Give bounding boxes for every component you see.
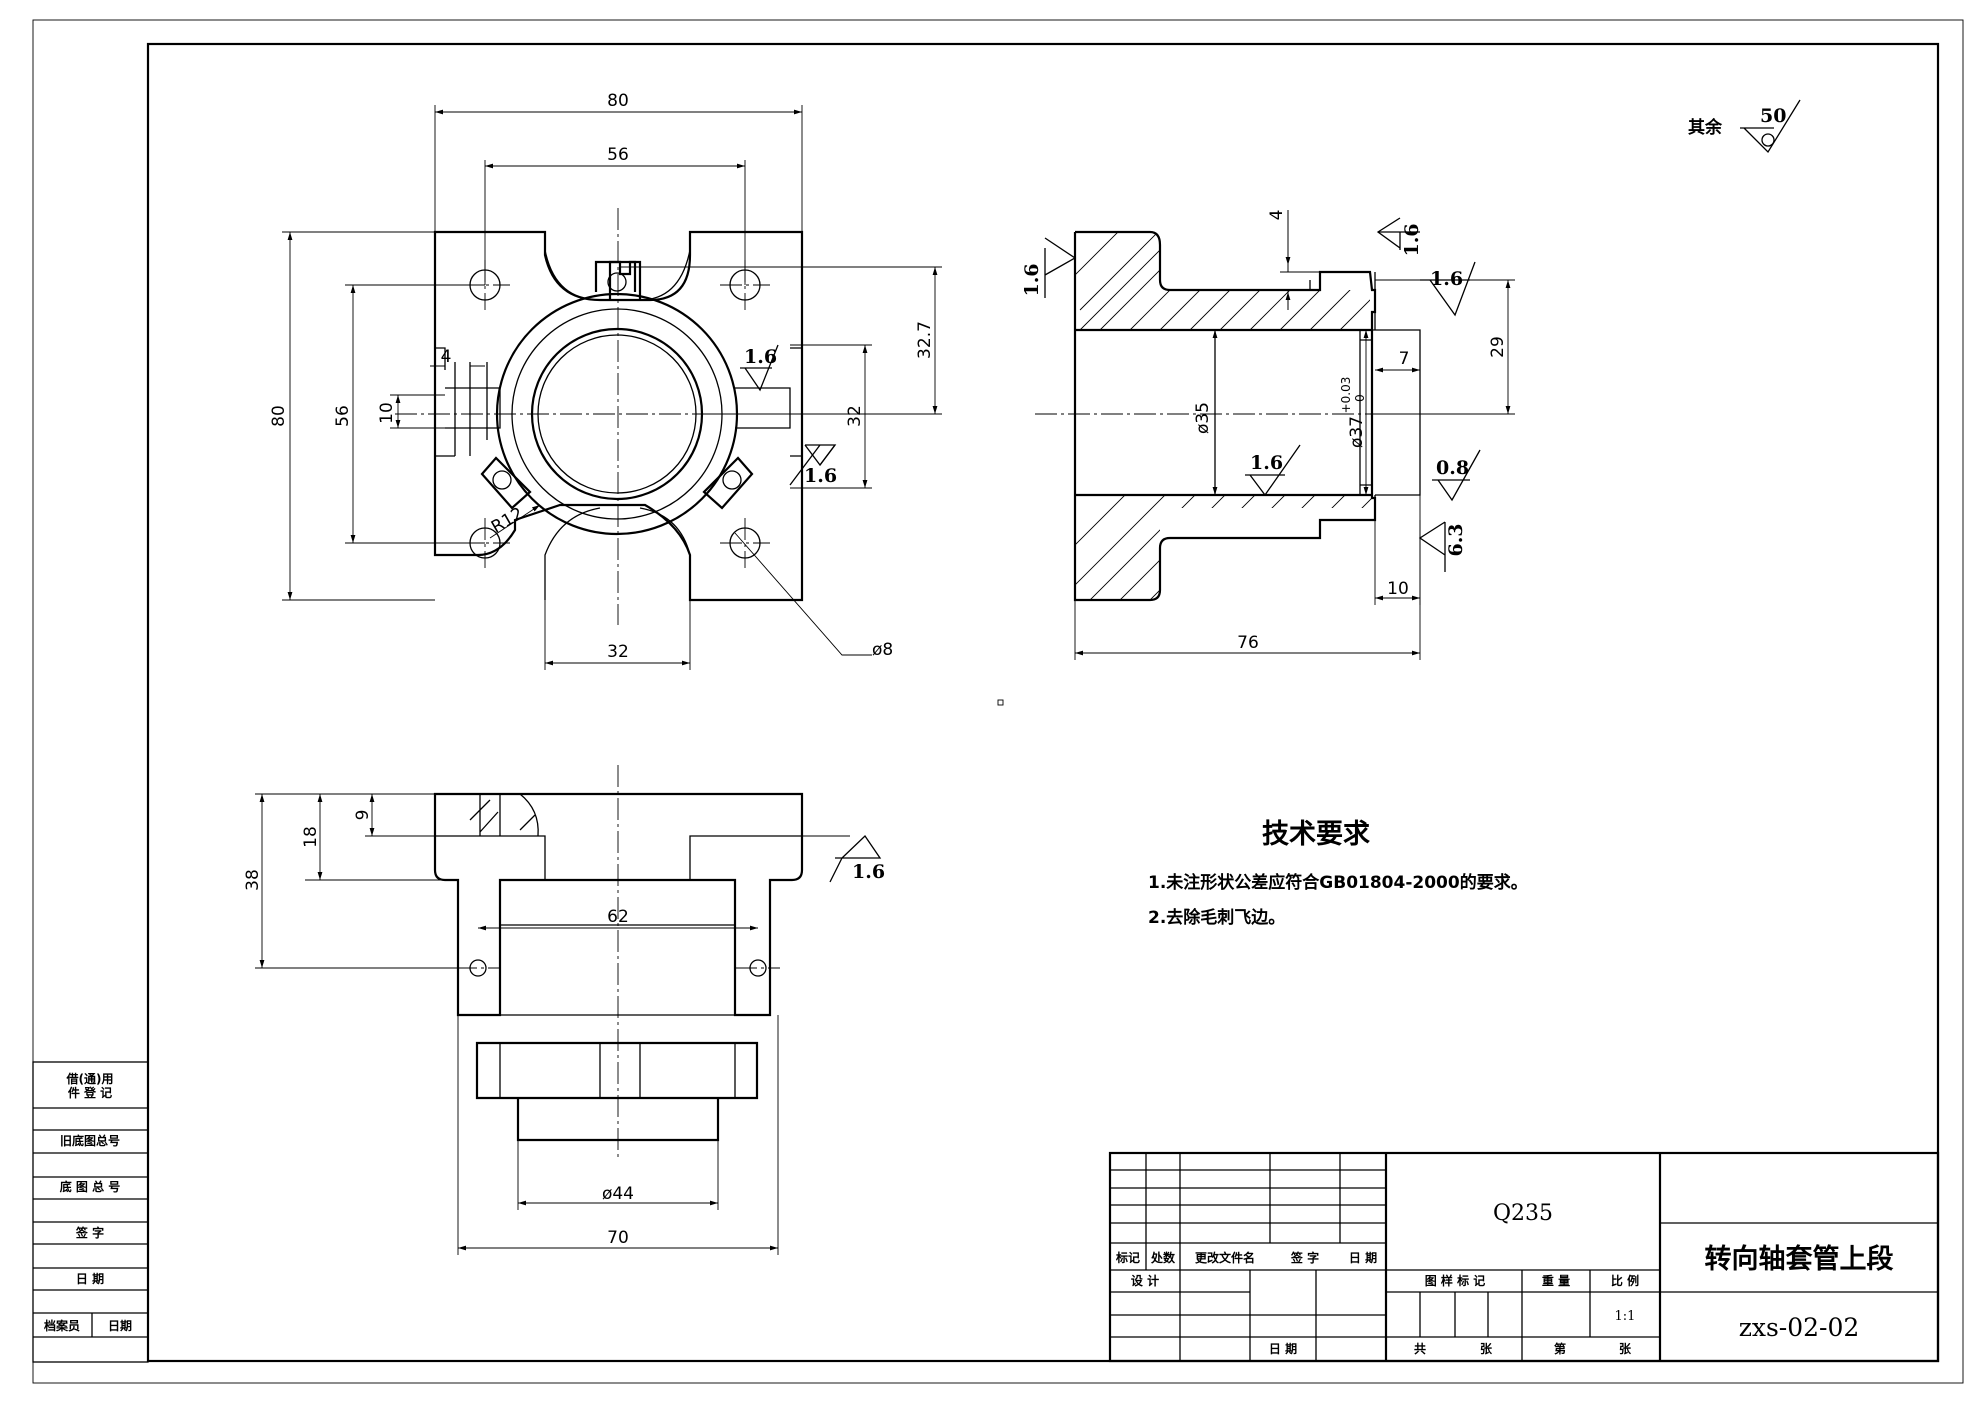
side-base-number: 底 图 总 号 xyxy=(60,1179,121,1194)
dim-7: 7 xyxy=(1399,349,1410,369)
dim-56-left: 56 xyxy=(333,405,353,427)
dim-10: 10 xyxy=(377,402,397,424)
sec-rough-2: 1.6 xyxy=(1401,223,1423,256)
part-name: 转向轴套管上段 xyxy=(1705,1243,1894,1275)
sec-rough-1: 1.6 xyxy=(1021,263,1043,296)
title-block: 标记 处数 更改文件名 签 字 日 期 设 计 日 期 Q235 图 样 标 记… xyxy=(1108,1151,1940,1363)
roughness-note-value: 50 xyxy=(1760,105,1786,127)
side-old-number: 旧底图总号 xyxy=(60,1133,120,1148)
dim-56-top: 56 xyxy=(607,145,629,165)
dim-62: 62 xyxy=(607,907,629,927)
stage-mark-label: 图 样 标 记 xyxy=(1425,1273,1486,1288)
dim-32-7: 32.7 xyxy=(915,321,935,359)
rev-header-date: 日 期 xyxy=(1349,1250,1377,1265)
side-row1-l2: 件 登 记 xyxy=(68,1085,112,1100)
front-roughness-2: 1.6 xyxy=(804,465,837,487)
side-row1-l1: 借(通)用 xyxy=(66,1071,114,1086)
dim-32-right: 32 xyxy=(845,405,865,427)
roughness-note-label: 其余 xyxy=(1688,117,1723,138)
dim-4-section: 4 xyxy=(1267,210,1287,221)
rev-header-file: 更改文件名 xyxy=(1195,1250,1255,1265)
sheet-label: 张 xyxy=(1480,1341,1493,1356)
dim-d37: ø37 xyxy=(1347,416,1367,448)
sheet-label-2: 张 xyxy=(1619,1341,1632,1356)
roughness-note-symbol xyxy=(1740,99,1801,154)
sec-rough-3: 1.6 xyxy=(1430,268,1463,290)
dim-38: 38 xyxy=(243,869,263,891)
rev-header-mark: 标记 xyxy=(1115,1250,1140,1265)
rev-header-count: 处数 xyxy=(1150,1250,1176,1265)
total-label: 共 xyxy=(1414,1341,1426,1356)
bottom-roughness: 1.6 xyxy=(852,861,885,883)
dim-4: 4 xyxy=(441,347,452,367)
dim-d35: ø35 xyxy=(1193,402,1213,434)
dim-76: 76 xyxy=(1237,633,1259,653)
outer-border xyxy=(32,19,1964,1384)
number-label: 第 xyxy=(1554,1341,1566,1356)
dim-80-top: 80 xyxy=(607,91,629,111)
tech-req-item-1: 1.未注形状公差应符合GB01804-2000的要求。 xyxy=(1148,872,1528,893)
dim-d37-tol: +0.03 xyxy=(1339,377,1353,414)
drawing-number: zxs-02-02 xyxy=(1739,1313,1860,1342)
sec-rough-5: 0.8 xyxy=(1436,457,1469,479)
dim-18: 18 xyxy=(301,826,321,848)
scale-label: 比 例 xyxy=(1611,1273,1639,1288)
dim-32-bottom: 32 xyxy=(607,642,629,662)
side-archive-date: 日期 xyxy=(108,1318,132,1333)
dim-70: 70 xyxy=(607,1228,629,1248)
sec-rough-4: 1.6 xyxy=(1250,452,1283,474)
scale-value: 1:1 xyxy=(1615,1309,1636,1324)
dim-d37-tol0: 0 xyxy=(1353,394,1367,402)
side-table: 借(通)用 件 登 记 旧底图总号 底 图 总 号 签 字 日 期 档案员 日期 xyxy=(32,1061,149,1363)
material: Q235 xyxy=(1493,1201,1553,1226)
front-roughness-1: 1.6 xyxy=(744,346,777,368)
dim-10-section: 10 xyxy=(1387,579,1409,599)
dim-29: 29 xyxy=(1488,336,1508,358)
section-view: 4 29 7 ø35 ø37 +0.03 0 10 76 1.6 1.6 1.6… xyxy=(1021,210,1515,660)
inner-border xyxy=(146,42,1940,1363)
dim-hole: ø8 xyxy=(872,640,893,660)
dim-d44: ø44 xyxy=(602,1184,634,1204)
tech-req-item-2: 2.去除毛刺飞边。 xyxy=(1148,907,1285,928)
rev-header-sign: 签 字 xyxy=(1290,1250,1319,1265)
dim-9: 9 xyxy=(353,810,373,821)
design-label: 设 计 xyxy=(1131,1273,1159,1288)
dim-r12: R12 xyxy=(488,504,527,538)
date-label: 日 期 xyxy=(1269,1341,1297,1356)
dim-80-left: 80 xyxy=(269,405,289,427)
side-signature: 签 字 xyxy=(75,1225,104,1240)
side-archivist: 档案员 xyxy=(44,1318,80,1333)
weight-label: 重 量 xyxy=(1542,1273,1570,1288)
sec-rough-6: 6.3 xyxy=(1445,523,1467,556)
front-view: 80 56 80 56 10 4 32.7 32 32 R12 xyxy=(269,91,942,670)
bottom-view: 9 18 38 62 ø44 70 1.6 xyxy=(243,765,885,1255)
side-date: 日 期 xyxy=(76,1271,104,1286)
tech-req-heading: 技术要求 xyxy=(1262,819,1370,850)
center-marker xyxy=(997,699,1004,706)
